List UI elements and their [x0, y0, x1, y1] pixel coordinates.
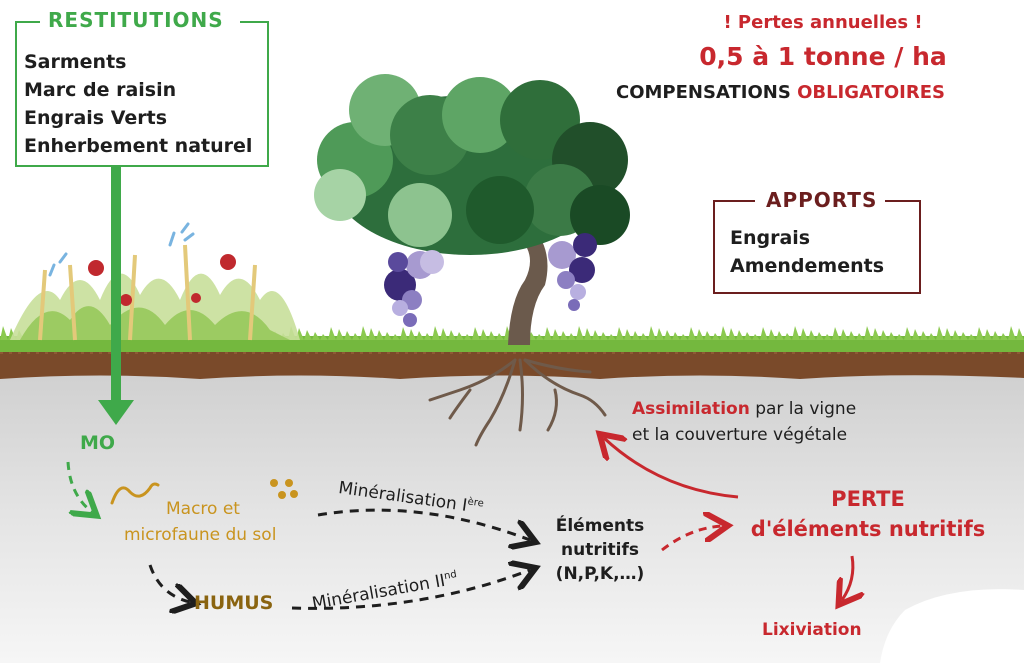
- apports-list: Engrais Amendements: [730, 224, 884, 280]
- compensations-line: COMPENSATIONS OBLIGATOIRES: [616, 82, 945, 103]
- grape-cluster-right: [548, 233, 597, 311]
- assimilation-rest: par la vigne: [749, 399, 857, 419]
- apports-box-border: [713, 200, 921, 294]
- mineralisation-1-sup: ère: [466, 496, 485, 510]
- mineralisation-1-arrow: [317, 508, 530, 540]
- fauna-label-line1: Macro et: [166, 499, 240, 519]
- elements-to-perte-arrow: [661, 526, 722, 552]
- obligatoires-word: OBLIGATOIRES: [797, 82, 945, 103]
- assimilation-word: Assimilation: [632, 399, 750, 419]
- apports-item-amendements: Amendements: [730, 255, 885, 277]
- fauna-label-line2: microfaune du sol: [124, 525, 277, 545]
- perte-line1: PERTE: [831, 487, 905, 511]
- fauna-dots-icon: [270, 479, 298, 499]
- fauna-to-humus-arrow: [148, 564, 190, 602]
- fauna-label: Macro et microfaune du sol: [124, 496, 276, 548]
- restitutions-item-marc: Marc de raisin: [24, 79, 177, 101]
- perte-label: PERTE d'éléments nutritifs: [738, 484, 998, 544]
- mineralisation-2-sup: nd: [443, 569, 458, 583]
- humus-label: HUMUS: [194, 592, 274, 614]
- lixiviation-arrow: [842, 555, 853, 600]
- cover-crops: [10, 222, 300, 341]
- fauna-worm-icon: [110, 482, 160, 505]
- mo-label: MO: [80, 432, 116, 454]
- mineralisation-2-arrow: [291, 570, 530, 610]
- grape-cluster-left: [384, 250, 444, 327]
- assimilation-label: Assimilation par la vigne et la couvertu…: [632, 396, 856, 448]
- restitutions-item-sarments: Sarments: [24, 51, 127, 73]
- restitutions-box-border: [15, 21, 269, 167]
- compensations-word: COMPENSATIONS: [616, 82, 791, 103]
- elements-line3: (N,P,K,…): [555, 564, 645, 584]
- apports-item-engrais: Engrais: [730, 227, 811, 249]
- restitutions-arrow: [98, 166, 134, 425]
- perte-line2: d'éléments nutritifs: [750, 517, 986, 541]
- pertes-header: ! Pertes annuelles !: [723, 12, 923, 33]
- assimilation-line2: et la couverture végétale: [632, 425, 848, 445]
- lixiviation-label: Lixiviation: [762, 620, 862, 640]
- restitutions-list: Sarments Marc de raisin Engrais Verts En…: [24, 48, 252, 160]
- assimilation-arrow: [604, 438, 739, 499]
- restitutions-item-enherbement: Enherbement naturel: [24, 135, 253, 157]
- pertes-amount: 0,5 à 1 tonne / ha: [699, 42, 947, 71]
- elements-line2: nutritifs: [560, 540, 639, 560]
- restitutions-title: RESTITUTIONS: [40, 8, 232, 32]
- restitutions-item-engrais-verts: Engrais Verts: [24, 107, 168, 129]
- vine-foliage: [314, 74, 630, 255]
- elements-nutritifs-label: Éléments nutritifs (N,P,K,…): [540, 514, 660, 586]
- vine-roots: [428, 358, 607, 447]
- elements-line1: Éléments: [555, 516, 645, 536]
- apports-title: APPORTS: [758, 188, 886, 212]
- mo-to-fauna-arrow: [66, 461, 92, 512]
- soil-layer: [0, 350, 1024, 663]
